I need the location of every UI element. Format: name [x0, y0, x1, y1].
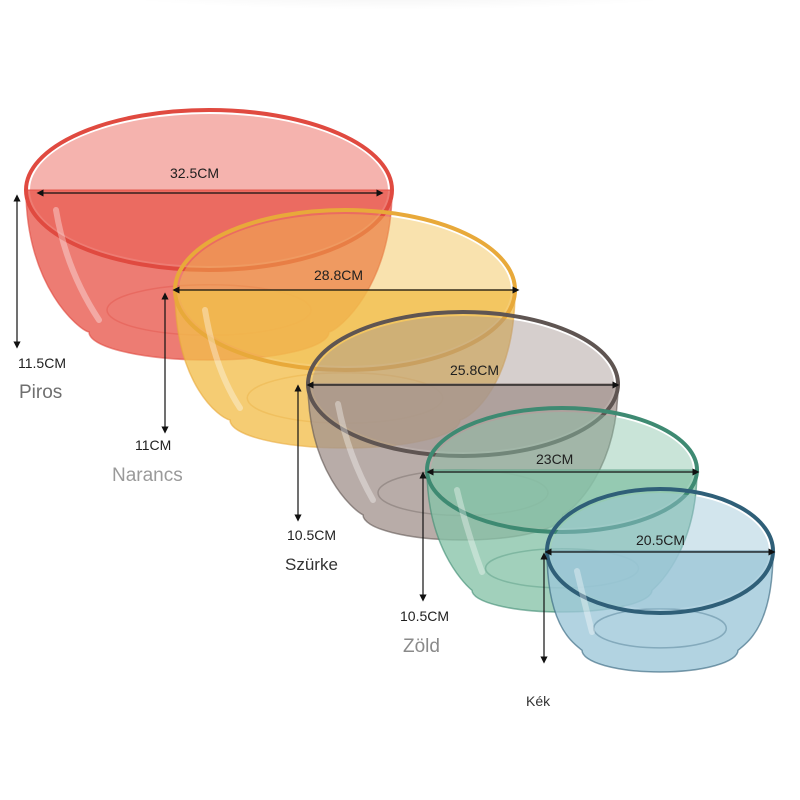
bowl-4-diameter-label: 23CM	[536, 451, 574, 467]
bowl-1-highlight	[53, 207, 102, 323]
bowl-4-highlight	[454, 487, 485, 575]
bowl-4-height-label: 10.5CM	[400, 608, 450, 624]
bowl-1-rim	[24, 108, 394, 272]
bowl-3-highlight	[335, 401, 376, 503]
bowl-5-base-ring	[592, 608, 728, 649]
top-shadow	[80, 0, 720, 10]
bowl-5-highlight	[574, 568, 595, 635]
bowl-2-diameter-label: 28.8CM	[314, 267, 364, 283]
bowl-1-diameter-label: 32.5CM	[170, 165, 220, 181]
bowl-5-diameter-label: 20.5CM	[636, 532, 686, 548]
bowl-2-highlight	[202, 307, 243, 411]
bowl-2-color-name: Narancs	[112, 465, 183, 486]
bowl-5-color-name: Kék	[526, 693, 551, 709]
bowl-3-color-name: Szürke	[285, 555, 338, 574]
bowl-4-color-name: Zöld	[403, 636, 440, 657]
bowl-3-height-label: 10.5CM	[287, 527, 337, 543]
bowl-2-height-label: 11CM	[135, 437, 172, 453]
bowl-3-diameter-label: 25.8CM	[450, 362, 500, 378]
bowl-5	[545, 487, 775, 673]
bowl-1-height-label: 11.5CM	[18, 355, 66, 371]
bowl-1-color-name: Piros	[19, 382, 63, 403]
